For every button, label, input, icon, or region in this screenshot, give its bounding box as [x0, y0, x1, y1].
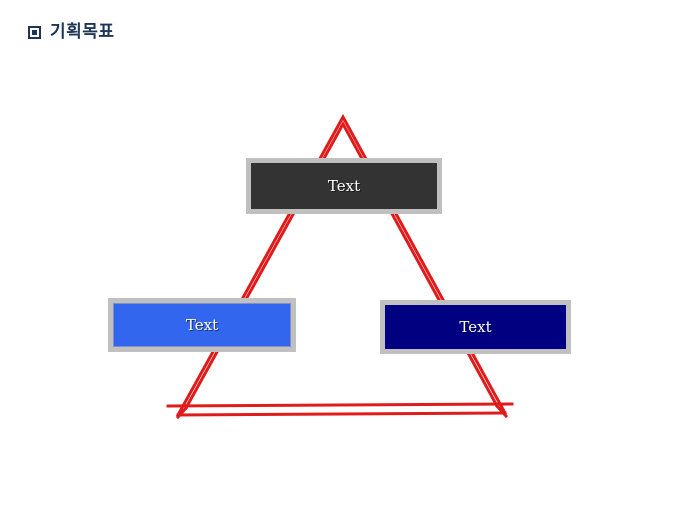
triangle-base-inner — [176, 411, 507, 417]
node-label-bottom-left: Text — [185, 315, 219, 334]
node-box-bottom-right[interactable]: Text — [380, 300, 571, 354]
node-box-bottom-left[interactable]: Text — [108, 298, 296, 352]
filled-square-bullet-icon — [28, 26, 41, 39]
page-title: 기획목표 — [28, 24, 115, 41]
triangle-corner-left-tick — [175, 405, 189, 420]
node-label-top: Text — [327, 176, 361, 195]
triangle-base-outer — [166, 402, 514, 408]
node-box-top[interactable]: Text — [246, 158, 442, 214]
triangle-corner-right-tick — [494, 403, 509, 419]
page-title-label: 기획목표 — [50, 22, 115, 42]
node-label-bottom-right: Text — [459, 317, 492, 336]
